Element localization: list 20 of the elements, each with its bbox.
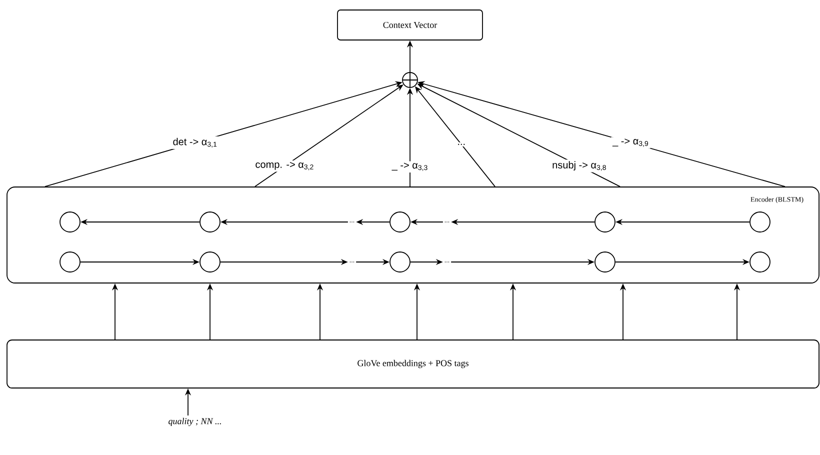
lstm-cell — [60, 212, 80, 232]
edge-label: ... — [458, 144, 465, 145]
edge-label: det -> α$_{3,1}$ — [173, 138, 217, 148]
input-text: quality ; NN ... — [168, 418, 221, 426]
lstm-cell — [60, 252, 80, 272]
lstm-cell — [750, 252, 770, 272]
lstm-cell — [594, 212, 616, 232]
edge-label: _ -> α$_{3,3}$ — [392, 162, 428, 171]
lstm-cell — [390, 212, 410, 232]
lstm-cell — [200, 252, 220, 272]
edge-label: _ -> α$_{3,9}$ — [612, 138, 648, 147]
lstm-cell — [390, 252, 410, 272]
context-vector-box: Context Vector — [337, 10, 483, 40]
edge-label: comp. -> α$_{3,2}$ — [256, 162, 314, 170]
sum-circle — [402, 72, 418, 88]
lstm-cell — [750, 212, 770, 232]
lstm-cell — [594, 252, 616, 272]
embedding-box: GloVe embeddings + POS tags — [6, 340, 820, 388]
edge-label: nsubj -> α$_{3,8}$ — [552, 161, 606, 171]
lstm-cell — [200, 212, 220, 232]
